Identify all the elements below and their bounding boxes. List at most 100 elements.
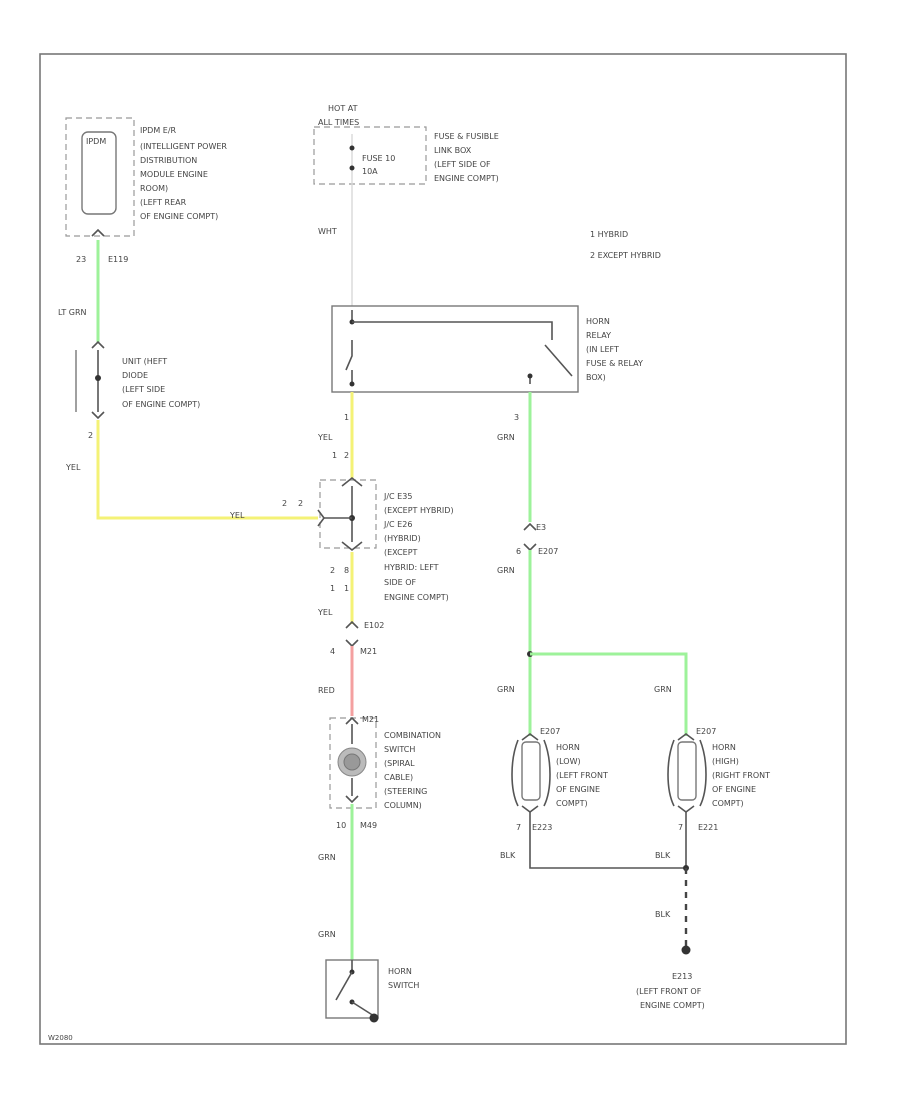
ipdm-label-5: (LEFT REAR [140,198,187,207]
joint-pin-bottom-b-0: 1 [330,584,335,593]
ipdm-label-4: ROOM) [140,184,168,193]
joint-label-2: J/C E26 [383,520,412,529]
fuse-label-1: 10A [362,167,378,176]
diode-pin: 2 [88,431,93,440]
connector-e3: E3 6 E207 [516,522,558,556]
combo-label-0: COMBINATION [384,731,441,740]
combination-switch: M21 COMBINATION SWITCH (SPIRAL CABLE) (S… [329,715,441,830]
e102-pin-top: 4 [330,647,335,656]
blk-label-ground: BLK [655,910,671,919]
grn-label-combo: GRN [318,853,336,862]
horn-switch: HORN SWITCH [325,959,419,1023]
grn-wire-to-horn-high [530,652,688,736]
blk-label-low: BLK [500,851,516,860]
grn-label-relay: GRN [497,433,515,442]
joint-label-6: SIDE OF [384,578,416,587]
joint-pin-bottom-a-0: 2 [330,566,335,575]
combo-label-2: (SPIRAL [384,759,415,768]
ipdm-label-2: DISTRIBUTION [140,156,197,165]
diode-label-0: UNIT (HEFT [122,357,167,366]
combo-label-1: SWITCH [384,745,415,754]
figure-id: W2080 [48,1034,73,1042]
wht-label: WHT [318,227,337,236]
horn-high-code: E207 [696,727,716,736]
joint-pin-top-0: 1 [332,451,337,460]
horn-low-connector: E223 [532,823,552,832]
ipdm-pin: 23 [76,255,86,264]
yel-label-joint: YEL [317,608,333,617]
grn-label-mid: GRN [497,566,515,575]
horn-switch-label-1: SWITCH [388,981,419,990]
horn-high-label-0: HORN [712,743,736,752]
relay-label-2: (IN LEFT [586,345,619,354]
fuse-box-3: ENGINE COMPT) [434,174,499,183]
combo-connector: M49 [360,821,377,830]
ipdm-label-6: OF ENGINE COMPT) [140,212,218,221]
diode-unit: UNIT (HEFT DIODE (LEFT SIDE OF ENGINE CO… [75,340,200,440]
diagram-frame [39,53,847,1045]
horn-switch-label-0: HORN [388,967,412,976]
horn-high: E207 HORN (HIGH) (RIGHT FRONT OF ENGINE … [667,727,770,832]
relay-label-1: RELAY [586,331,611,340]
horn-low-label-2: (LEFT FRONT [556,771,608,780]
relay-label-0: HORN [586,317,610,326]
horn-low-label-3: OF ENGINE [556,785,600,794]
diode-label-3: OF ENGINE COMPT) [122,400,200,409]
joint-label-3: (HYBRID) [384,534,421,543]
joint-pin-bottom-b-1: 1 [344,584,349,593]
horn-high-label-2: (RIGHT FRONT [712,771,770,780]
joint-pin-bottom-a-1: 8 [344,566,349,575]
ipdm-module: IPDM IPDM E/R (INTELLIGENT POWER DISTRIB… [65,117,227,264]
relay-label-3: FUSE & RELAY [586,359,643,368]
e3-pin-b: 6 [516,547,521,556]
fuse-label-0: FUSE 10 [362,154,395,163]
e102-pin-bottom: M21 [360,647,377,656]
e102-code: E102 [364,621,384,630]
joint-label-1: (EXCEPT HYBRID) [384,506,454,515]
joint-connector: 1 2 2 2 J/C E35 (EXCEPT HYBRID) J/C E26 … [282,451,454,602]
horn-low-pin: 7 [516,823,521,832]
ipdm-label-3: MODULE ENGINE [140,170,208,179]
ipdm-label-1: (INTELLIGENT POWER [140,142,227,151]
hot-at-line-0: HOT AT [328,104,358,113]
diode-label-2: (LEFT SIDE [122,385,165,394]
ground-code: E213 [672,972,692,981]
legend-item-1: 2 EXCEPT HYBRID [590,251,661,260]
connector-e102: E102 4 M21 [330,620,384,656]
horn-low: E207 HORN (LOW) (LEFT FRONT OF ENGINE CO… [511,727,608,832]
ground-label-1: ENGINE COMPT) [640,1001,705,1010]
fuse-box-2: (LEFT SIDE OF [434,160,491,169]
horn-high-connector: E221 [698,823,718,832]
joint-label-7: ENGINE COMPT) [384,593,449,602]
horn-low-label-1: (LOW) [556,757,581,766]
fuse-block: HOT AT ALL TIMES FUSE 10 10A FUSE & FUSI… [313,104,499,185]
combo-label-3: CABLE) [384,773,413,782]
ground-point: E213 (LEFT FRONT OF ENGINE COMPT) [636,945,705,1010]
joint-label-0: J/C E35 [383,492,412,501]
joint-label-5: HYBRID: LEFT [384,563,439,572]
yel-label-horizontal: YEL [229,511,245,520]
horn-high-label-3: OF ENGINE [712,785,756,794]
diode-label-1: DIODE [122,371,148,380]
grn-label-high: GRN [654,685,672,694]
grn-label-low: GRN [497,685,515,694]
yel-label-diode: YEL [65,463,81,472]
ipdm-label-0: IPDM E/R [140,126,177,135]
fuse-box-1: LINK BOX [434,146,472,155]
joint-label-4: (EXCEPT [384,548,418,557]
horn-high-pin: 7 [678,823,683,832]
horn-low-label-4: COMPT) [556,799,588,808]
relay-pin-left: 1 [344,413,349,422]
relay-label-4: BOX) [586,373,606,382]
red-label: RED [318,686,335,695]
combo-code: M21 [362,715,379,724]
horn-low-label-0: HORN [556,743,580,752]
legend: 1 HYBRID 2 EXCEPT HYBRID [590,230,661,260]
ipdm-connector: E119 [108,255,128,264]
legend-item-0: 1 HYBRID [590,230,628,239]
horn-relay: HORN RELAY (IN LEFT FUSE & RELAY BOX) 1 … [331,305,643,422]
blk-wire-horn-low [529,812,686,869]
combo-label-5: COLUMN) [384,801,422,810]
ipdm-code: IPDM [86,137,106,146]
